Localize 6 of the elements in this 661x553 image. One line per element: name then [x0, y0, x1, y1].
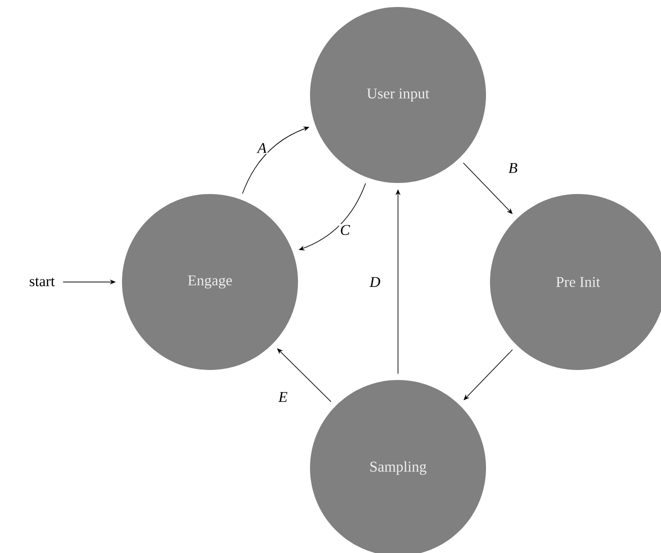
edge-label: C [339, 224, 351, 236]
edge-label: D [368, 276, 382, 288]
edge-label: E [277, 391, 289, 403]
edge-label: A [256, 142, 268, 154]
start-label: start [30, 278, 55, 286]
edge-label: B [507, 162, 519, 174]
